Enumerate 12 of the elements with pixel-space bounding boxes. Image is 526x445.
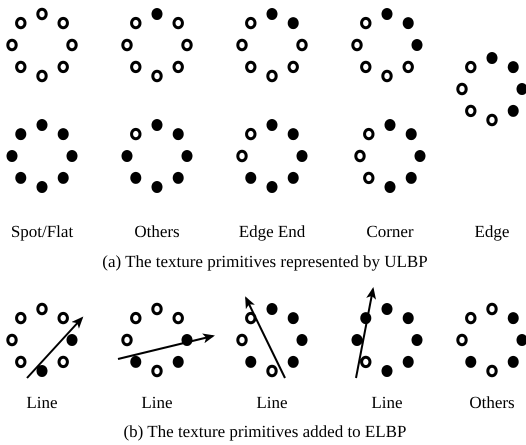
figure-caption: (b) The texture primitives added to ELBP [124, 422, 406, 442]
pattern-label: Line [141, 393, 173, 413]
pattern-label: Spot/Flat [10, 222, 74, 242]
pattern-label: Edge End [238, 222, 306, 242]
figure-caption: (a) The texture primitives represented by ULBP [102, 252, 428, 272]
pattern-label: Line [256, 393, 288, 413]
pattern-label: Others [469, 393, 515, 413]
pattern-label: Corner [366, 222, 414, 242]
pattern-label: Others [134, 222, 180, 242]
pattern-label: Edge [474, 222, 510, 242]
pattern-label: Line [26, 393, 58, 413]
pattern-label: Line [371, 393, 403, 413]
